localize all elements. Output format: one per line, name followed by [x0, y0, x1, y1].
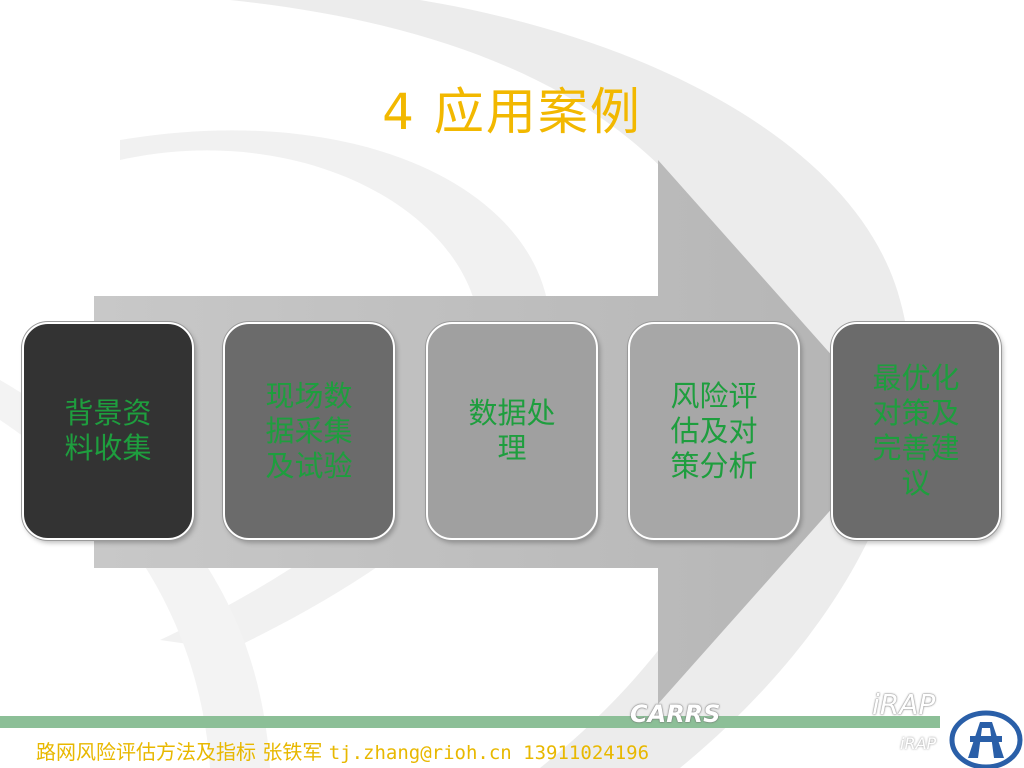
step-text-line: 现场数 — [265, 378, 353, 413]
step-text-line: 理 — [497, 431, 527, 465]
step-text-line: 风险评 — [670, 378, 758, 413]
irap-logo: iRAP — [872, 688, 936, 721]
step-text-line: 完善建 — [872, 431, 960, 465]
step-text-line: 议 — [901, 466, 931, 500]
step-risk-assessment: 风险评 估及对 策分析 — [628, 322, 800, 540]
step-text-line: 估及对 — [670, 413, 758, 448]
irap-small-logo: iRAP — [900, 734, 937, 753]
step-text-line: 策分析 — [670, 448, 758, 483]
step-background-data-collection: 背景资 料收集 — [22, 322, 194, 540]
footer-contact: tj.zhang@rioh.cn 13911024196 — [328, 742, 650, 764]
step-text-line: 料收集 — [64, 431, 152, 465]
step-field-data-collection: 现场数 据采集 及试验 — [223, 322, 395, 540]
step-text-line: 据采集 — [265, 413, 353, 448]
carrs-logo: CARRS — [630, 700, 721, 728]
step-text-line: 最优化 — [872, 361, 960, 395]
footer-bar — [0, 716, 940, 728]
footer-author: 路网风险评估方法及指标 张铁军 — [36, 740, 329, 764]
footer-text: 路网风险评估方法及指标 张铁军 tj.zhang@rioh.cn 1391102… — [36, 736, 649, 765]
step-text-line: 对策及 — [872, 396, 960, 430]
step-text-line: 背景资 — [64, 396, 152, 430]
step-optimization-suggestions: 最优化 对策及 完善建 议 — [831, 322, 1001, 540]
rioh-emblem-icon — [949, 710, 1023, 768]
step-text-line: 数据处 — [468, 396, 556, 430]
step-text-line: 及试验 — [265, 448, 353, 483]
slide-title: 4 应用案例 — [382, 83, 642, 141]
step-data-processing: 数据处 理 — [426, 322, 598, 540]
